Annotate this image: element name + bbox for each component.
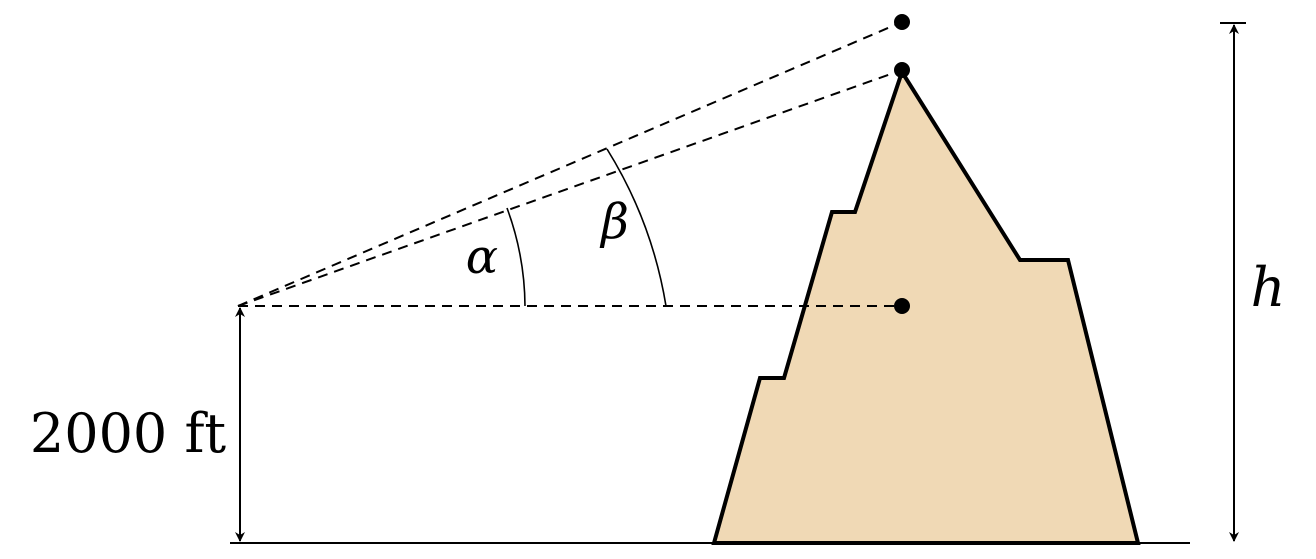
height-label: h [1251,256,1286,319]
top-point [894,14,910,30]
elevation-label: 2000 ft [30,402,227,465]
sight-line-to-peak [237,69,903,307]
sight-line-to-top-point [237,21,903,307]
peak-point [894,62,910,78]
beta-arc [606,148,667,307]
mountain-shape [711,67,1141,545]
base-level-point [894,298,910,314]
alpha-label: α [466,229,498,285]
beta-label: β [599,194,629,250]
alpha-arc [506,207,526,307]
